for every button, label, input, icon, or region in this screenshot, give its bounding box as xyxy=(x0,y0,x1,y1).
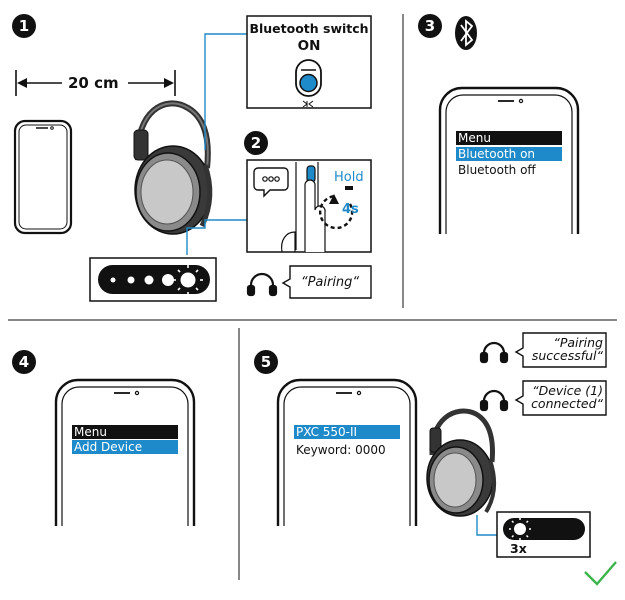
device-connected-callout: “Device (1) connected“ xyxy=(525,384,603,410)
device-list-item[interactable]: PXC 550-II xyxy=(294,425,400,439)
flash-count: 3x xyxy=(510,541,527,556)
phone-screen-step5 xyxy=(276,378,418,526)
pairing-successful-callout-box xyxy=(514,332,607,368)
switch-state: ON xyxy=(297,38,321,54)
menu-header: Menu xyxy=(456,131,562,145)
switch-title: Bluetooth switch xyxy=(249,21,369,36)
headphone-illustration-step5 xyxy=(426,408,497,517)
hold-label: Hold xyxy=(334,170,364,185)
headphone-illustration xyxy=(133,100,213,235)
checkmark-icon xyxy=(584,561,617,586)
led-bar-illustration-step5 xyxy=(496,511,591,558)
pairing-successful-callout: “Pairing successful“ xyxy=(525,336,603,362)
bluetooth-logo-icon xyxy=(455,16,477,50)
step-number-5: 5 xyxy=(254,350,278,374)
connector-lines xyxy=(186,33,247,255)
step-number-3: 3 xyxy=(418,14,442,38)
phone-icon xyxy=(13,119,73,235)
hold-time: 4s xyxy=(342,202,359,217)
distance-arrow xyxy=(15,70,176,96)
menu-item-bluetooth-off[interactable]: Bluetooth off xyxy=(458,163,536,177)
step-number-2: 2 xyxy=(244,131,268,155)
finger-press-illustration xyxy=(281,162,326,253)
speech-bubble-icon xyxy=(253,167,289,198)
phone-screen-step3 xyxy=(438,86,580,234)
step-number-1: 1 xyxy=(12,14,36,38)
menu-item-add-device[interactable]: Add Device xyxy=(72,440,178,454)
menu-item-bluetooth-on[interactable]: Bluetooth on xyxy=(456,147,562,161)
bluetooth-switch-icon xyxy=(295,59,322,108)
menu-header: Menu xyxy=(72,425,178,439)
phone-screen-step4 xyxy=(54,378,196,526)
headphone-icon xyxy=(479,389,509,412)
callout-line: connected“ xyxy=(531,396,603,411)
headphone-icon xyxy=(479,341,509,364)
distance-label: 20 cm xyxy=(68,74,119,92)
callout-line: “Device (1) xyxy=(532,383,603,398)
timer-icon xyxy=(318,186,354,230)
keyword-text: Keyword: 0000 xyxy=(296,443,386,457)
connector-line-step5 xyxy=(476,515,497,536)
led-bar-illustration xyxy=(89,257,217,302)
callout-line: “Pairing xyxy=(553,335,603,350)
callout-line: successful“ xyxy=(531,348,603,363)
pairing-callout-box xyxy=(281,265,372,299)
pairing-callout-text: “Pairing“ xyxy=(300,275,360,290)
device-connected-callout-box xyxy=(514,380,607,416)
step-number-4: 4 xyxy=(12,350,36,374)
headphone-icon xyxy=(246,272,278,297)
